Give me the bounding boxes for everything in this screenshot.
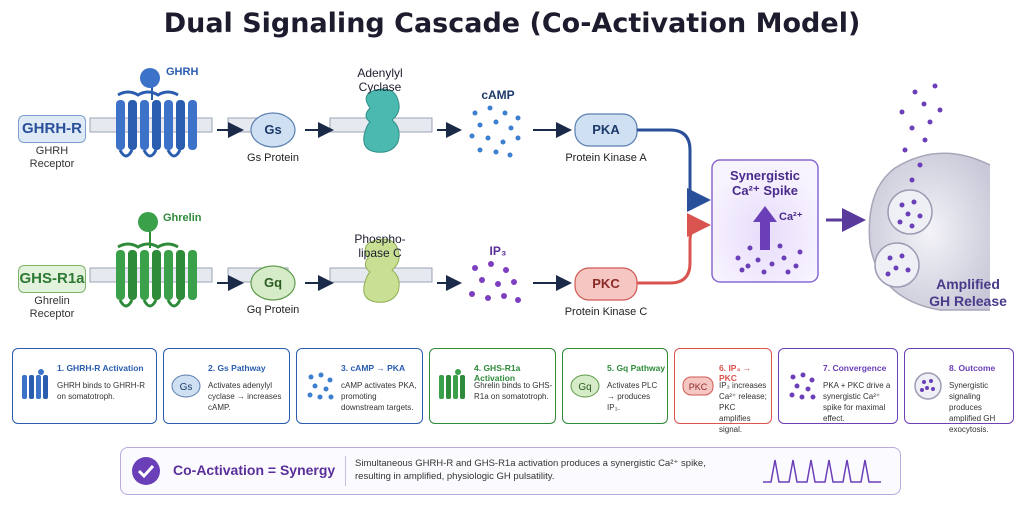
svg-text:Gs: Gs (180, 382, 193, 393)
ghrh-receptor-icon (116, 68, 197, 158)
gh-granules-icon (885, 83, 943, 277)
step-card-title: 6. IP₃ → PKC (719, 363, 752, 383)
gs-protein-label: Gs Protein (247, 152, 299, 164)
camp-label: cAMP (481, 88, 515, 102)
ghrh-r-box: GHRH-R (18, 115, 86, 143)
step-card-title: 5. Gq Pathway (607, 363, 666, 373)
step-card-title: 3. cAMP → PKA (341, 363, 406, 373)
plc-label-1: Phospho- (354, 232, 406, 246)
arrow-pkc-to-spike (637, 213, 711, 285)
plc-icon (363, 238, 400, 303)
outcome-line-2: GH Release (929, 293, 1007, 309)
step-card-description: IP₃ increases Ca²⁺ release; PKC amplifie… (719, 381, 767, 434)
ghrh-receptor-label-1: GHRH (35, 145, 69, 157)
pka-label: Protein Kinase A (565, 152, 647, 164)
receptor-green-icon (436, 369, 470, 403)
banner-heading: Co-Activation = Synergy (173, 462, 336, 478)
step-card-description: PKA + PKC drive a synergistic Ca²⁺ spike… (823, 381, 891, 423)
vesicle-icon (911, 369, 945, 403)
spike-title-2: Ca²⁺ Spike (731, 183, 799, 198)
calcium-dots-icon (735, 243, 803, 275)
step-card-description: GHRH binds to GHRH-R on somatotroph. (57, 381, 146, 401)
calcium-ion-label: Ca²⁺ (779, 211, 803, 223)
ghs-r1a-box: GHS-R1a (18, 265, 86, 293)
spike-arrow-icon (753, 206, 777, 250)
convergence-dots-icon (785, 369, 819, 403)
banner-divider (345, 456, 346, 486)
step-card-title: 2. Gs Pathway (208, 363, 266, 373)
gs-protein-icon (250, 112, 296, 148)
step-card-title: 4. GHS-R1a Activation (474, 363, 521, 383)
synergy-banner: Co-Activation = Synergy Simultaneous GHR… (120, 447, 901, 495)
arrow-pka-to-spike (637, 128, 711, 212)
ghrelin-receptor-label-2: Receptor (29, 308, 75, 320)
check-circle-icon (132, 457, 160, 485)
gq-text: Gq (263, 275, 283, 290)
banner-text: Simultaneous GHRH-R and GHS-R1a activati… (355, 458, 706, 482)
page-title: Dual Signaling Cascade (Co-Activation Mo… (163, 8, 861, 39)
receptor-blue-icon (19, 369, 53, 403)
step-card-description: Ghrelin binds to GHS-R1a on somatotroph. (474, 381, 553, 401)
ghrelin-receptor-label-1: Ghrelin (34, 295, 70, 307)
ghrelin-receptor-icon (116, 212, 197, 308)
svg-text:PKC: PKC (689, 382, 708, 392)
gq-icon: Gq (569, 369, 603, 403)
step-card-description: Activates PLC → produces IP₃. (607, 381, 658, 412)
ac-label-2: Cyclase (358, 80, 402, 94)
cascade-diagram (89, 68, 991, 311)
outcome-line-1: Amplified (936, 276, 1000, 292)
step-card-description: cAMP activates PKA, promoting downstream… (341, 381, 417, 412)
pulsatility-wave-icon (763, 459, 881, 483)
step-card-title: 7. Convergence (823, 363, 887, 373)
camp-dots-icon (469, 105, 521, 158)
ac-label-1: Adenylyl (357, 66, 403, 80)
step-card-description: Activates adenylyl cyclase → increases c… (208, 381, 282, 412)
step-card-title: 8. Outcome (949, 363, 996, 373)
ghrelin-ligand-label: Ghrelin (163, 212, 202, 224)
step-card-title: 1. GHRH-R Activation (57, 363, 144, 373)
gs-icon: Gs (170, 369, 204, 403)
vesicle-bottom-icon (874, 242, 920, 288)
pkc-label: Protein Kinase C (564, 306, 648, 318)
svg-text:Gq: Gq (578, 382, 591, 393)
ghrh-receptor-label-2: Receptor (29, 158, 75, 170)
camp-dots-icon (303, 369, 337, 403)
gq-protein-icon (250, 265, 296, 301)
ip3-label: IP₃ (489, 244, 507, 258)
plc-label-2: lipase C (358, 246, 402, 260)
step-card: 3. cAMP → PKA cAMP activates PKA, promoti… (296, 348, 423, 424)
pkc-text: PKC (592, 276, 620, 291)
gs-text: Gs (264, 122, 282, 137)
spike-title-1: Synergistic (729, 168, 801, 183)
step-card-description: Synergistic signaling produces amplified… (949, 381, 996, 434)
pkc-icon: PKC (681, 369, 715, 403)
ghrh-ligand-label: GHRH (166, 66, 199, 78)
ip3-dots-icon (469, 261, 521, 303)
pka-text: PKA (592, 122, 620, 137)
adenylyl-cyclase-icon (363, 88, 400, 153)
gq-protein-label: Gq Protein (246, 304, 300, 316)
